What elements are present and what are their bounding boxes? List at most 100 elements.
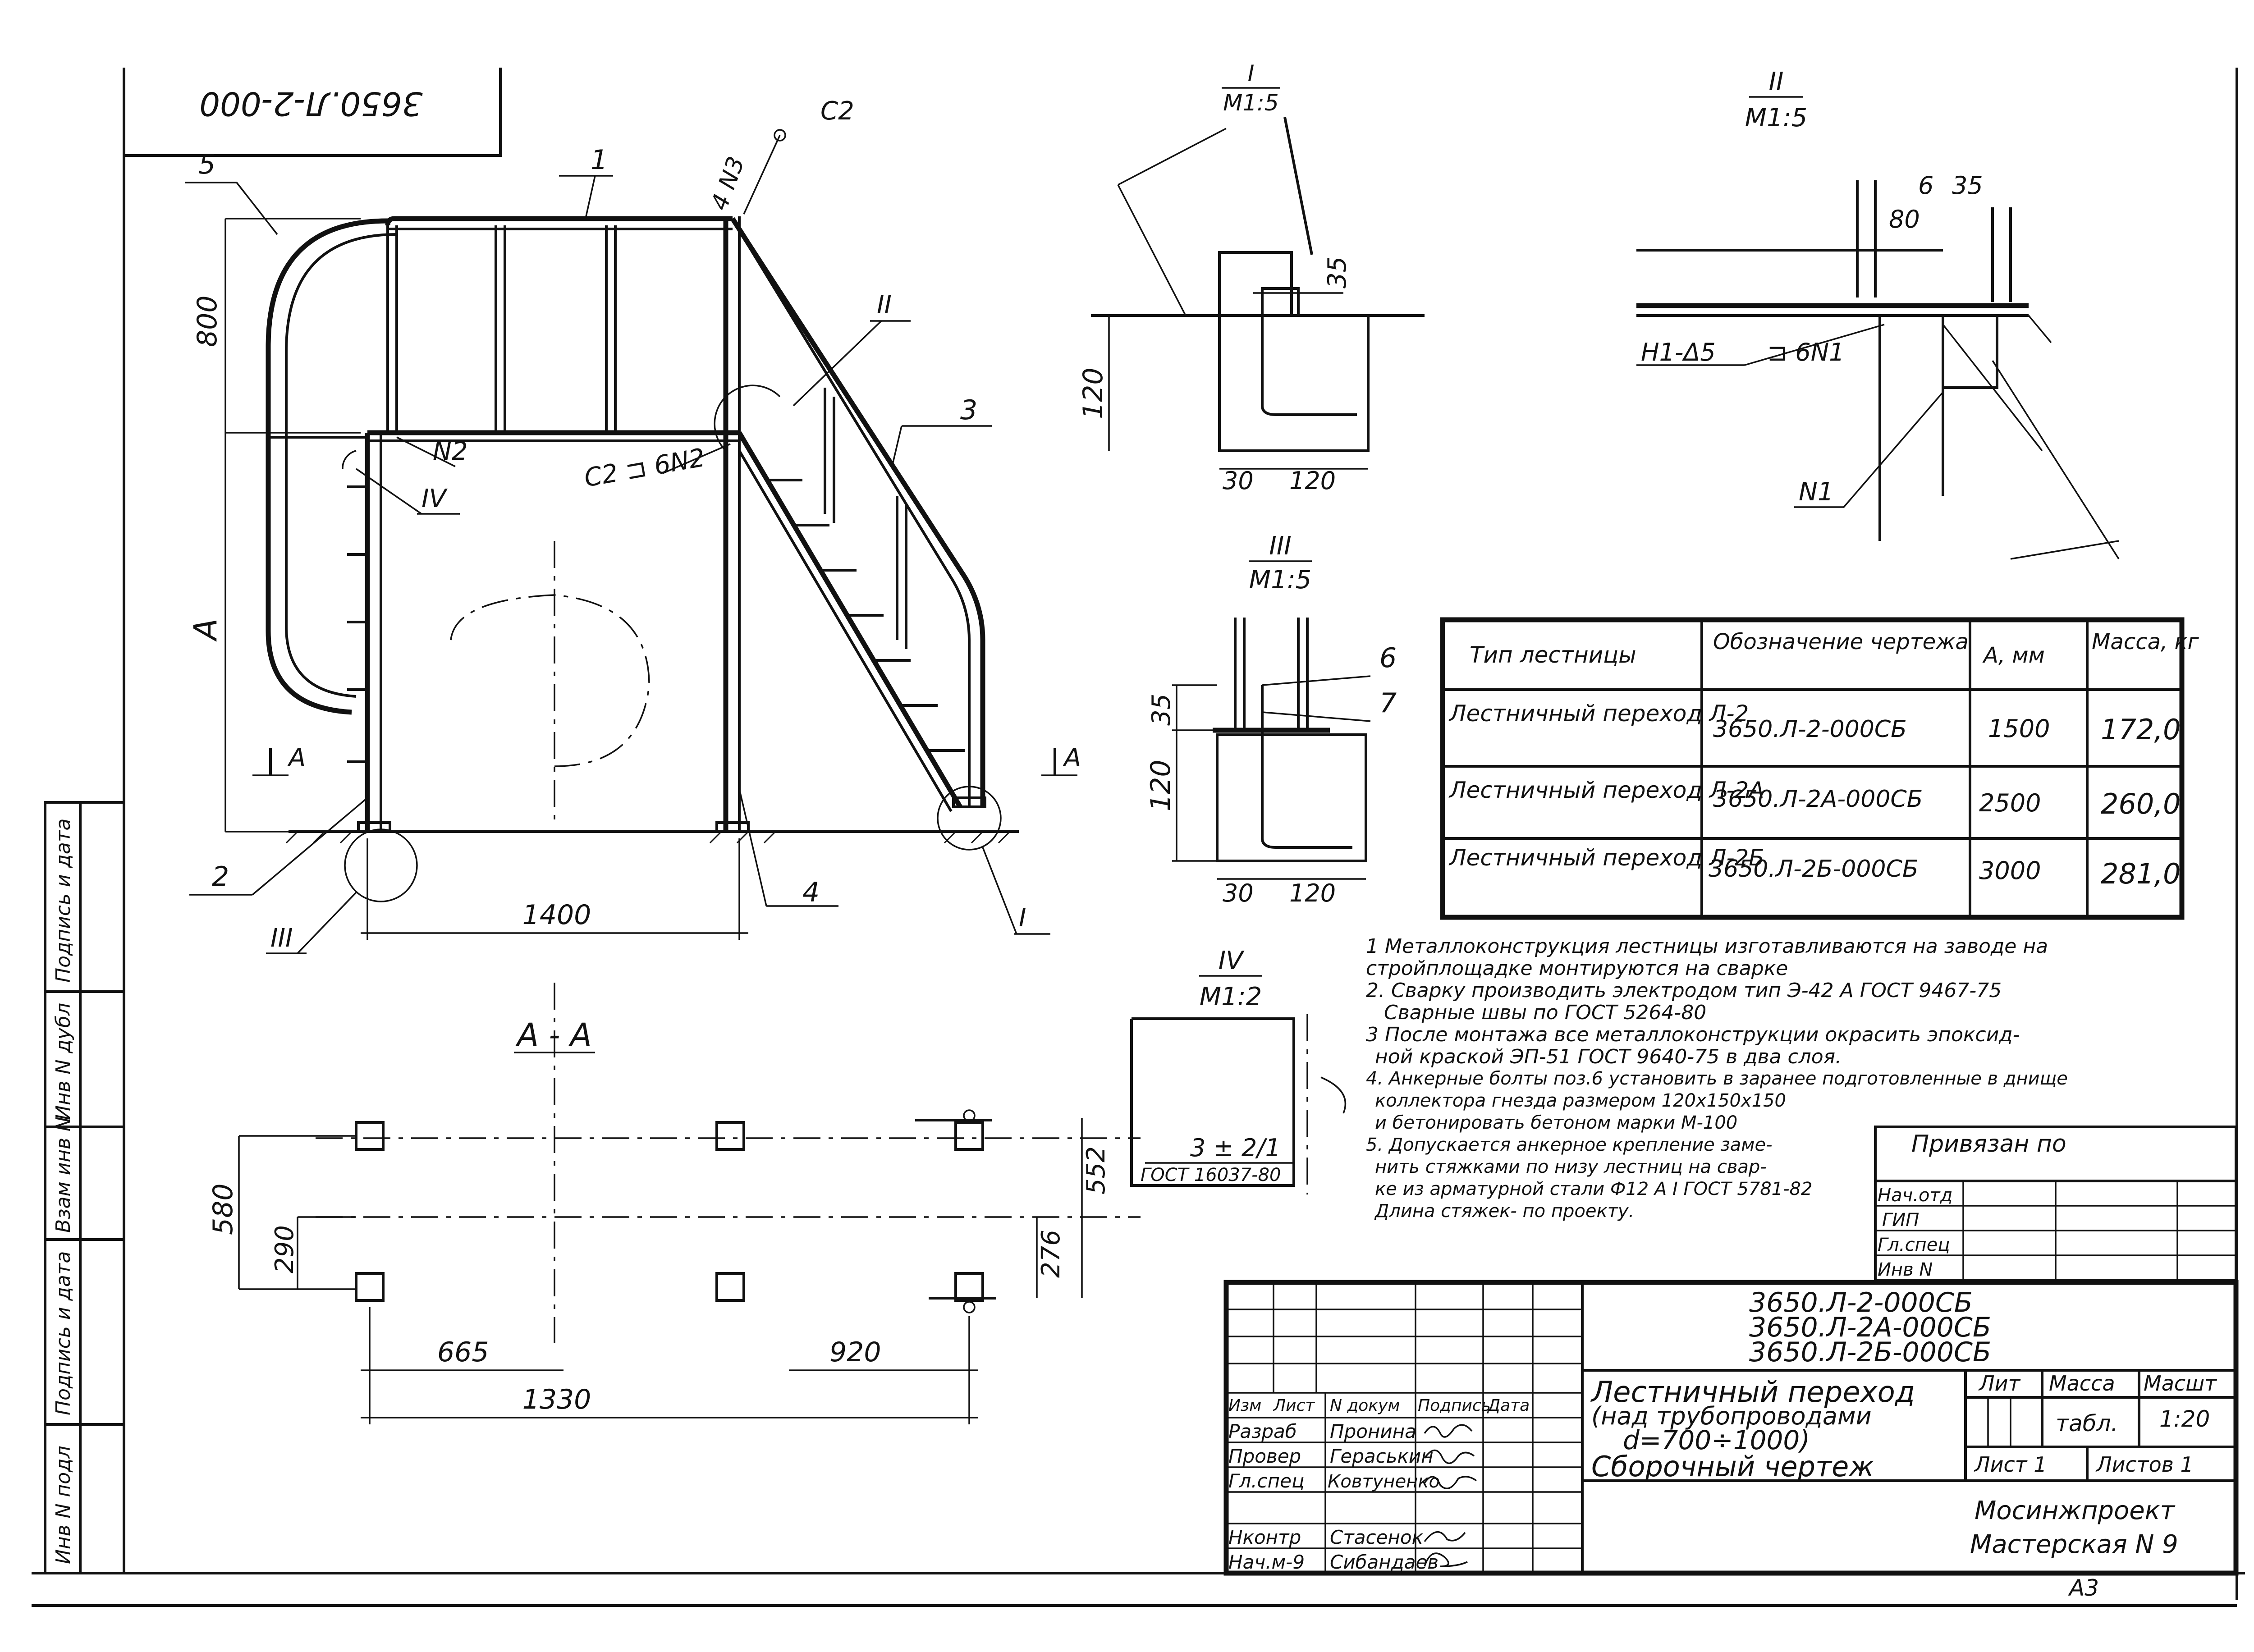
table-header-type: Тип лестницы xyxy=(1470,642,1636,668)
side-stamp-2: Подпись и дата xyxy=(52,1251,75,1415)
tb-mass-value: табл. xyxy=(2056,1410,2118,1437)
detail-IV: IV М1:2 3 ± 2/1 ГОСТ 16037-80 xyxy=(1130,946,1347,1194)
dim-665: 665 xyxy=(437,1336,489,1368)
tb-code-2: 3650.Л-2А-000СБ xyxy=(1749,1312,1991,1343)
dim-552: 552 xyxy=(1081,1146,1111,1194)
detail-II-num: II xyxy=(1768,67,1783,96)
detail-III: III М1:5 6 7 35 120 30 120 xyxy=(1145,531,1397,907)
label-weld-c2: С2 xyxy=(820,96,854,126)
note-line: Длина стяжек- по проекту. xyxy=(1375,1201,1635,1222)
dim-1330: 1330 xyxy=(522,1384,591,1415)
side-stamp-1: Инв N подл xyxy=(52,1446,75,1564)
detail-I-num: I xyxy=(1248,60,1255,87)
detail-I-dim-120: 120 xyxy=(1077,367,1109,419)
table-row3-type: Лестничный переход Л-2Б xyxy=(1448,845,1764,871)
tb-title-4: Сборочный чертеж xyxy=(1591,1450,1874,1483)
call-II: II xyxy=(877,290,892,320)
tb-org-2: Мастерская N 9 xyxy=(1970,1530,2178,1559)
detail-I-scale: М1:5 xyxy=(1223,90,1279,116)
detail-III-dim-30: 30 xyxy=(1223,879,1254,907)
section-mark-right: А xyxy=(1063,743,1081,773)
detail-III-dim-120: 120 xyxy=(1145,760,1177,811)
label-pos4: 4 xyxy=(802,877,820,908)
note-line: ке из арматурной стали Ф12 А I ГОСТ 5781… xyxy=(1375,1179,1813,1199)
note-line: 2. Сварку производить электродом тип Э-4… xyxy=(1366,979,2002,1002)
tb-name-1: Пронина xyxy=(1330,1420,1416,1442)
table-row2-a: 2500 xyxy=(1979,789,2041,817)
tb-col-sign: Подпись xyxy=(1418,1396,1491,1415)
call-I: I xyxy=(1019,903,1026,933)
table-row3-a: 3000 xyxy=(1979,856,2041,885)
table-row2-type: Лестничный переход Л-2А xyxy=(1448,777,1764,803)
tb-role-1: Разраб xyxy=(1228,1420,1297,1442)
tb-title-3: d=700÷1000) xyxy=(1623,1425,1810,1455)
approval-row-1: Нач.отд xyxy=(1878,1185,1952,1206)
tb-name-2: Гераськин xyxy=(1330,1445,1434,1467)
call-IV: IV xyxy=(421,484,448,513)
detail-II-dim-6: 6 xyxy=(1918,171,1933,200)
tb-name-3: Ковтуненко xyxy=(1328,1471,1440,1492)
tb-stage-mass: Масса xyxy=(2049,1371,2115,1396)
detail-III-scale: М1:5 xyxy=(1249,565,1311,595)
table-header-code: Обозначение чертежа xyxy=(1713,629,1969,654)
note-line: 3 После монтажа все металлоконструкции о… xyxy=(1366,1023,2020,1046)
label-pos3: 3 xyxy=(960,394,977,426)
section-mark-left: А xyxy=(287,743,306,773)
section-a-a: А - А 580 290 552 276 665 920 1330 xyxy=(207,983,1141,1424)
table-row3-code: 3650.Л-2Б-000СБ xyxy=(1709,856,1919,883)
tb-role-5: Нконтр xyxy=(1228,1526,1301,1548)
tb-col-date: Дата xyxy=(1487,1396,1530,1415)
label-weld-4n3: 4 N3 xyxy=(706,153,750,214)
tb-col-list: Лист xyxy=(1273,1396,1315,1415)
dim-290: 290 xyxy=(270,1225,299,1273)
approval-row-2: ГИП xyxy=(1882,1210,1919,1231)
tb-stage-scale: Масшт xyxy=(2144,1371,2217,1396)
detail-IV-scale: М1:2 xyxy=(1200,982,1262,1011)
tb-col-doc: N докум xyxy=(1330,1396,1400,1415)
tb-org-1: Мосинжпроект xyxy=(1975,1496,2176,1525)
detail-II-dim-35: 35 xyxy=(1952,171,1983,200)
tb-sheets: Листов 1 xyxy=(2095,1452,2194,1477)
dim-1400: 1400 xyxy=(522,899,591,931)
section-title: А - А xyxy=(515,1016,592,1053)
detail-III-pos6: 6 xyxy=(1379,642,1397,674)
label-pos1: 1 xyxy=(591,144,608,176)
dim-276: 276 xyxy=(1036,1230,1066,1278)
side-stamp-3: Взам инв N xyxy=(52,1117,75,1233)
tb-stage-lit: Лит xyxy=(1978,1371,2020,1396)
tb-name-6: Сибандаев xyxy=(1330,1551,1439,1573)
detail-I-dim-30: 30 xyxy=(1223,467,1254,495)
note-line: и бетонировать бетоном марки М-100 xyxy=(1375,1112,1738,1133)
tb-title-1: Лестничный переход xyxy=(1590,1376,1915,1409)
detail-III-num: III xyxy=(1269,531,1292,561)
detail-II-dim-80: 80 xyxy=(1889,205,1920,233)
note-line: стройплощадке монтируются на сварке xyxy=(1366,957,1788,980)
label-weld-c2-6n2: С2 ⊐ 6N2 xyxy=(582,443,707,493)
approval-row-4: Инв N xyxy=(1878,1259,1933,1280)
detail-II: II М1:5 6 35 80 Н1-Δ5 ⊐ 6N1 N1 xyxy=(1636,67,2120,560)
approval-tied-to: Привязан по xyxy=(1911,1130,2066,1158)
note-line: Сварные швы по ГОСТ 5264-80 xyxy=(1384,1001,1707,1024)
detail-III-pos7: 7 xyxy=(1379,687,1397,719)
note-line: нить стяжками по низу лестниц на свар- xyxy=(1375,1157,1767,1177)
dim-580: 580 xyxy=(207,1183,239,1235)
table-row3-mass: 281,0 xyxy=(2101,857,2181,890)
note-line: ной краской ЭП-51 ГОСТ 9640-75 в два сло… xyxy=(1375,1045,1842,1068)
dim-920: 920 xyxy=(829,1336,881,1368)
side-stamp: Инв N подл Подпись и дата Взам инв N Инв… xyxy=(44,801,125,1574)
approval-row-3: Гл.спец xyxy=(1878,1235,1950,1255)
side-stamp-5: Подпись и дата xyxy=(52,819,75,983)
detail-II-weld-h1: Н1-Δ5 xyxy=(1641,338,1716,366)
detail-II-scale: М1:5 xyxy=(1745,103,1807,133)
tb-name-5: Стасенок xyxy=(1330,1526,1424,1548)
detail-II-weld-n1: N1 xyxy=(1799,477,1834,507)
table-row1-code: 3650.Л-2-000СБ xyxy=(1713,716,1907,743)
tb-title-2: (над трубопроводами xyxy=(1591,1402,1872,1430)
general-notes: 1 Металлоконструкция лестницы изготавлив… xyxy=(1366,935,2236,1222)
table-row2-code: 3650.Л-2А-000СБ xyxy=(1713,786,1923,813)
label-pos5: 5 xyxy=(198,149,215,180)
tb-col-izm: Изм xyxy=(1228,1396,1261,1415)
tb-code-3: 3650.Л-2Б-000СБ xyxy=(1749,1336,1991,1368)
ladder-table: Тип лестницы Обозначение чертежа А, мм М… xyxy=(1440,617,2199,920)
